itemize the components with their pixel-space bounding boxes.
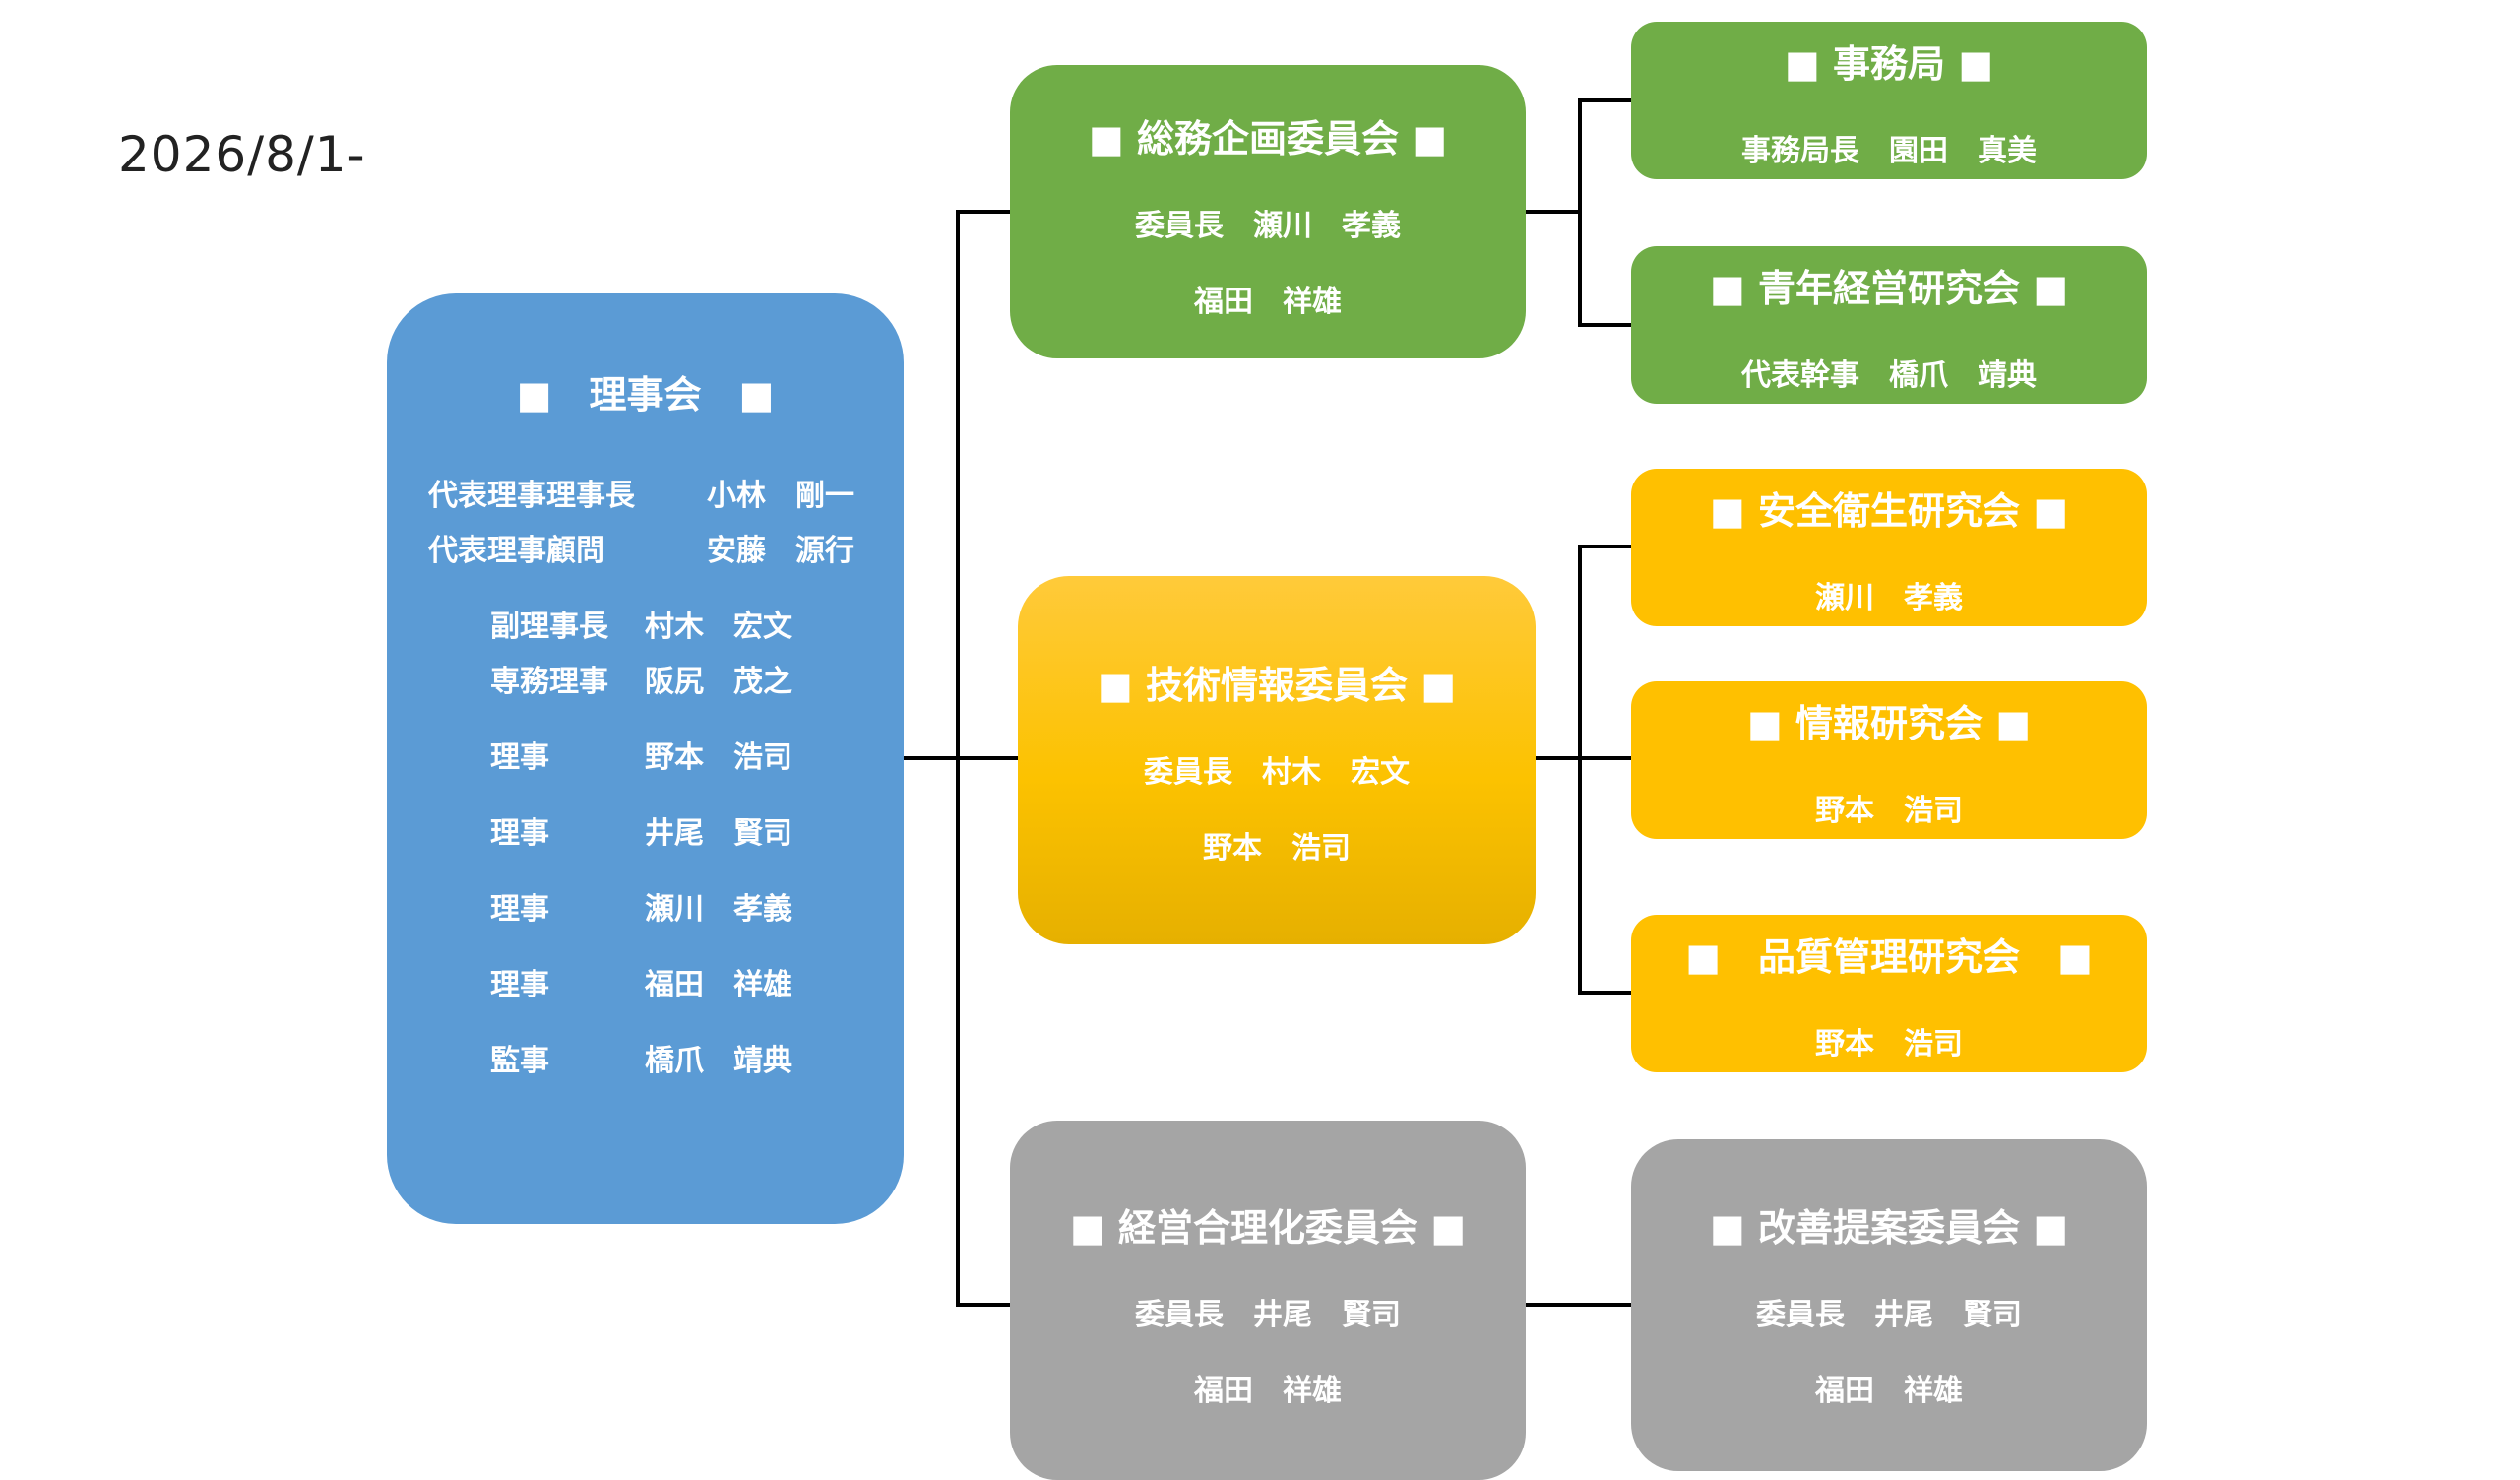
board-role: 理事 (490, 740, 549, 775)
board-member-name: 小林 剛一 (707, 479, 854, 513)
board-role: 理事 (490, 968, 549, 1002)
subunit-kaizen: ■ 改善提案委員会 ■ 委員長 井尾 賢司 福田 祥雄 (1631, 1139, 2147, 1471)
board-role: 副理事長 (490, 610, 608, 644)
subunit-member: 委員長 井尾 賢司 (1756, 1298, 2022, 1332)
board-role: 専務理事 (490, 665, 608, 699)
committee-title: ■ 経営合理化委員会 ■ (1069, 1206, 1467, 1250)
subunit-title: ■ 青年経営研究会 ■ (1709, 267, 2069, 310)
board-member-name: 瀬川 孝義 (645, 892, 792, 927)
board-title: ■ 理事会 ■ (516, 373, 775, 417)
board-role: 代表理事理事長 (428, 479, 635, 513)
board-member-name: 村木 宏文 (645, 610, 792, 644)
subunit-title: ■ 事務局 ■ (1784, 42, 1994, 86)
committee-member: 福田 祥雄 (1194, 285, 1342, 319)
subunit-member: 瀬川 孝義 (1815, 581, 1963, 615)
subunit-hinshitsu: ■ 品質管理研究会 ■ 野本 浩司 (1631, 915, 2147, 1072)
effective-date: 2026/8/1- (118, 126, 366, 183)
subunit-title: ■ 品質管理研究会 ■ (1685, 935, 2093, 979)
board-role: 監事 (490, 1044, 549, 1078)
subunit-jimukyoku: ■ 事務局 ■ 事務局長 園田 真美 (1631, 22, 2147, 179)
board-role: 理事 (490, 816, 549, 851)
subunit-member: 事務局長 園田 真美 (1741, 134, 2037, 168)
board-member-name: 野本 浩司 (645, 740, 792, 775)
board-member-name: 阪尻 茂之 (645, 665, 792, 699)
committee-title: ■ 技術情報委員会 ■ (1097, 664, 1457, 707)
subunit-title: ■ 改善提案委員会 ■ (1709, 1206, 2069, 1250)
subunit-title: ■ 情報研究会 ■ (1746, 702, 2032, 745)
board-role: 代表理事顧問 (428, 534, 605, 568)
committee-gijutsu: ■ 技術情報委員会 ■ 委員長 村木 宏文 野本 浩司 (1018, 576, 1536, 944)
subunit-seinen: ■ 青年経営研究会 ■ 代表幹事 橋爪 靖典 (1631, 246, 2147, 404)
board-member-name: 安藤 源行 (707, 534, 854, 568)
subunit-member: 野本 浩司 (1815, 1027, 1963, 1062)
committee-member: 委員長 井尾 賢司 (1135, 1298, 1401, 1332)
subunit-jouhou: ■ 情報研究会 ■ 野本 浩司 (1631, 681, 2147, 839)
subunit-member: 野本 浩司 (1815, 794, 1963, 828)
board-box: ■ 理事会 ■ 代表理事理事長 小林 剛一 代表理事顧問 安藤 源行 副理事長 … (387, 293, 904, 1224)
committee-soumu: ■ 総務企画委員会 ■ 委員長 瀬川 孝義 福田 祥雄 (1010, 65, 1526, 358)
subunit-member: 代表幹事 橋爪 靖典 (1741, 358, 2037, 393)
board-role: 理事 (490, 892, 549, 927)
subunit-member: 福田 祥雄 (1815, 1374, 1963, 1408)
subunit-title: ■ 安全衛生研究会 ■ (1709, 489, 2069, 533)
committee-title: ■ 総務企画委員会 ■ (1088, 117, 1448, 161)
committee-keiei: ■ 経営合理化委員会 ■ 委員長 井尾 賢司 福田 祥雄 (1010, 1121, 1526, 1480)
committee-member: 委員長 瀬川 孝義 (1135, 209, 1401, 243)
subunit-anzen: ■ 安全衛生研究会 ■ 瀬川 孝義 (1631, 469, 2147, 626)
committee-member: 委員長 村木 宏文 (1144, 755, 1410, 790)
board-member-name: 福田 祥雄 (645, 968, 792, 1002)
committee-member: 福田 祥雄 (1194, 1374, 1342, 1408)
committee-member: 野本 浩司 (1203, 831, 1351, 866)
board-member-name: 橋爪 靖典 (645, 1044, 792, 1078)
board-member-name: 井尾 賢司 (645, 816, 792, 851)
